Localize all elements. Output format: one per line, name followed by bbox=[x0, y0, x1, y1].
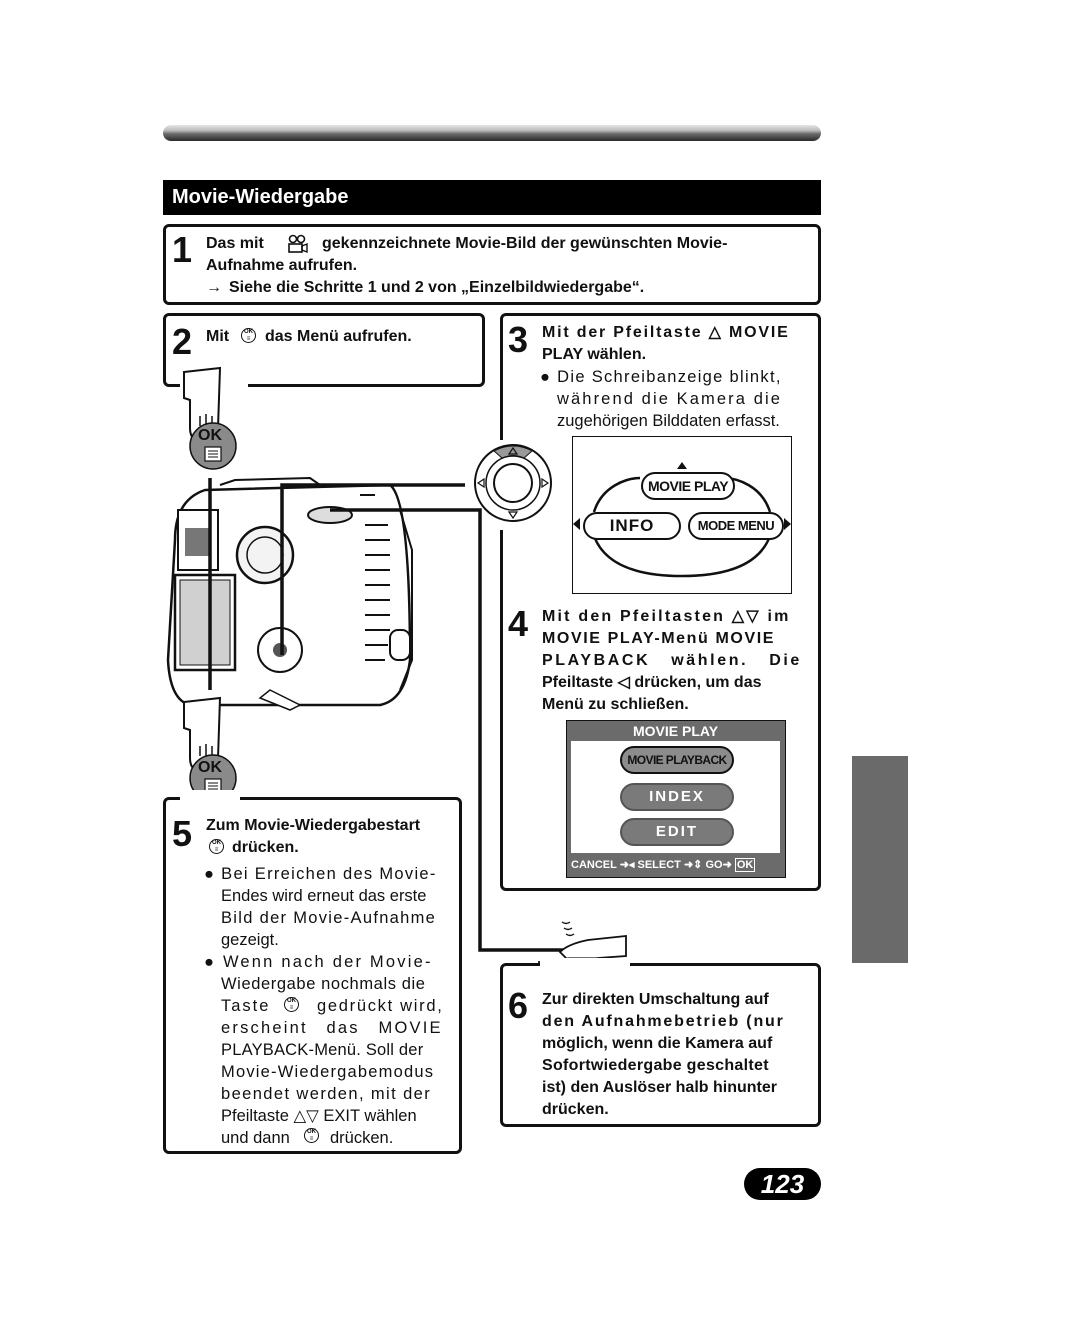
screen2-item-index: INDEX bbox=[620, 783, 734, 811]
chapter-tab bbox=[852, 756, 908, 963]
step6-l3: möglich, wenn die Kamera auf bbox=[542, 1035, 773, 1052]
footer-go: GO bbox=[705, 859, 723, 871]
step5-b2-l4: erscheint das MOVIE bbox=[221, 1019, 443, 1037]
step1-line3: Siehe die Schritte 1 und 2 von „Einzelbi… bbox=[229, 279, 645, 296]
step3-bullet-l1: ● Die Schreibanzeige blinkt, bbox=[540, 368, 782, 386]
step5-b2-l6: Movie-Wiedergabemodus bbox=[221, 1063, 435, 1081]
screen2-header: MOVIE PLAY bbox=[569, 723, 782, 740]
footer-ok: OK bbox=[734, 858, 756, 872]
step5-number: 5 bbox=[172, 813, 193, 854]
screen1-right-pill: MODE MENU bbox=[688, 512, 784, 540]
step4-l5: Menü zu schließen. bbox=[542, 696, 689, 713]
step5-b2-l7: beendet werden, mit der bbox=[221, 1085, 432, 1103]
step1-arrow: → bbox=[206, 279, 222, 296]
screen1-top-pill: MOVIE PLAY bbox=[641, 472, 735, 500]
step4-l3: PLAYBACK wählen. Die bbox=[542, 652, 802, 669]
step4-l2: MOVIE PLAY-Menü MOVIE bbox=[542, 630, 776, 647]
step5-b2-l9a: und dann bbox=[221, 1129, 290, 1147]
step5-b1-l1: ● Bei Erreichen des Movie- bbox=[204, 865, 437, 883]
step3-bullet-l2: während die Kamera die bbox=[557, 390, 783, 408]
step5-b2-l5: PLAYBACK-Menü. Soll der bbox=[221, 1041, 424, 1059]
step5-box-gap bbox=[180, 790, 240, 802]
footer-arrow-updown: ➜⇕ bbox=[680, 859, 706, 871]
top-divider-bar bbox=[163, 125, 821, 141]
movie-playback-screen: MOVIE PLAY MOVIE PLAYBACK INDEX EDIT CAN… bbox=[566, 720, 786, 878]
step6-l1: Zur direkten Umschaltung auf bbox=[542, 991, 769, 1008]
step5-b2-l2: Wiedergabe nochmals die bbox=[221, 975, 426, 993]
footer-cancel: CANCEL bbox=[571, 859, 617, 871]
step4-l4: Pfeiltaste ◁ drücken, um das bbox=[542, 674, 762, 691]
step5-b2-l9b: drücken. bbox=[330, 1129, 394, 1147]
step5-b2-l3b: gedrückt wird, bbox=[317, 997, 444, 1015]
step4-l1: Mit den Pfeiltasten △▽ im bbox=[542, 608, 791, 625]
step6-box bbox=[500, 963, 821, 1127]
ok-menu-icon: OK≡ bbox=[241, 328, 256, 343]
step2-number: 2 bbox=[172, 321, 193, 362]
step5-b2-l3a: Taste bbox=[221, 997, 271, 1015]
step3-title-l2: PLAY wählen. bbox=[542, 346, 647, 363]
step3-number: 3 bbox=[508, 319, 529, 360]
step5-b1-l2: Endes wird erneut das erste bbox=[221, 887, 427, 905]
step5-title-l2: drücken. bbox=[232, 839, 299, 856]
ok-button-label-1: OK bbox=[198, 427, 222, 444]
step2-text-b: das Menü aufrufen. bbox=[265, 328, 412, 345]
step6-number: 6 bbox=[508, 985, 529, 1026]
page-number: 123 bbox=[744, 1168, 821, 1200]
step5-b1-l4: gezeigt. bbox=[221, 931, 279, 949]
ok-button-label-2: OK bbox=[198, 759, 222, 776]
step6-box-gap bbox=[540, 958, 630, 970]
screen2-footer: CANCEL ➜◂ SELECT ➜⇕ GO➜ OK bbox=[571, 857, 780, 873]
step5-b2-l1: ● Wenn nach der Movie- bbox=[204, 953, 433, 971]
step6-l2: den Aufnahmebetrieb (nur bbox=[542, 1013, 785, 1030]
footer-arrow-left: ➜◂ bbox=[616, 859, 638, 871]
step1-box bbox=[163, 224, 821, 305]
ok-icon-step5: OK≡ bbox=[209, 839, 224, 854]
ok-icon-step5-c: OK≡ bbox=[304, 1128, 319, 1143]
step2-text-a: Mit bbox=[206, 328, 230, 345]
step5-box bbox=[163, 797, 462, 1154]
section-title: Movie-Wiedergabe bbox=[163, 180, 821, 215]
screen1-left-pill: INFO bbox=[583, 512, 681, 540]
step6-l5: ist) den Auslöser halb hinunter bbox=[542, 1079, 777, 1096]
step3-bullet-l3: zugehörigen Bilddaten erfasst. bbox=[557, 412, 780, 430]
ok-icon-step5-b: OK≡ bbox=[284, 997, 299, 1012]
step5-b1-l3: Bild der Movie-Aufnahme bbox=[221, 909, 437, 927]
step5-b2-l8: Pfeiltaste △▽ EXIT wählen bbox=[221, 1107, 417, 1125]
camera-illustration bbox=[166, 366, 568, 952]
step1-line1-b: gekennzeichnete Movie-Bild der gewünscht… bbox=[322, 235, 728, 252]
arrow-pad-icon bbox=[474, 444, 552, 522]
step3-title-l1: Mit der Pfeiltaste △ MOVIE bbox=[542, 324, 790, 341]
step4-number: 4 bbox=[508, 603, 529, 644]
step6-l4: Sofortwiedergabe geschaltet bbox=[542, 1057, 769, 1074]
screen2-item-playback: MOVIE PLAYBACK bbox=[620, 746, 734, 774]
step1-number: 1 bbox=[172, 229, 193, 270]
screen2-item-edit: EDIT bbox=[620, 818, 734, 846]
footer-select: SELECT bbox=[637, 859, 681, 871]
step1-line1-a: Das mit bbox=[206, 235, 264, 252]
footer-arrow-go: ➜ bbox=[722, 859, 732, 871]
step5-title-l1: Zum Movie-Wiedergabestart bbox=[206, 817, 421, 834]
step1-line2: Aufnahme aufrufen. bbox=[206, 257, 358, 274]
step6-l6: drücken. bbox=[542, 1101, 609, 1118]
movie-icon bbox=[288, 234, 308, 254]
